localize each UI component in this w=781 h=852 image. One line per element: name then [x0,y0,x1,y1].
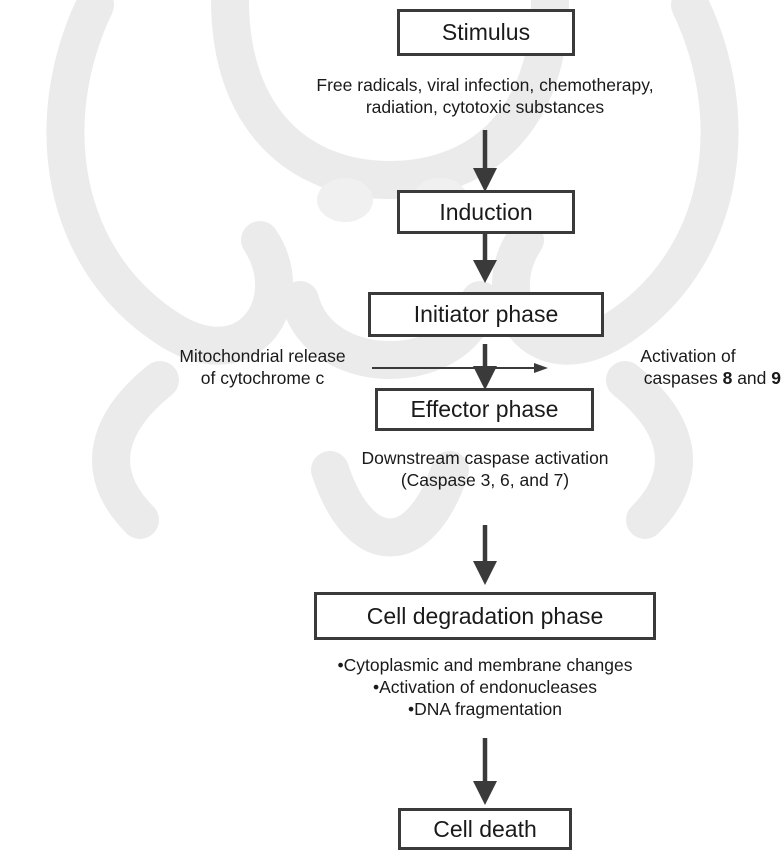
effector-label: Effector phase [410,396,559,422]
arrowhead-4 [473,561,497,585]
initiator-label: Initiator phase [413,301,559,327]
downstream-line: Downstream caspase activation [361,448,609,468]
side-connector-head [534,363,548,373]
stimulus-label: Stimulus [441,19,531,45]
downstream-text: Downstream caspase activation (Caspase 3… [285,447,685,491]
mito-release-line: Mitochondrial release [179,346,346,366]
caspase-activation-line: caspases 8 and 9 [595,367,781,389]
caspase-activation-line: Activation of [595,345,781,367]
degradation-event: •DNA fragmentation [408,699,562,719]
stimulus-causes-text: Free radicals, viral infection, chemothe… [225,74,745,118]
caspase-activation-text: Activation of caspases 8 and 9 [595,345,781,389]
arrowhead-5 [473,781,497,805]
stimulus-causes-line: radiation, cytotoxic substances [365,97,605,117]
degradation-events-text: •Cytoplasmic and membrane changes •Activ… [260,654,710,720]
stimulus-box: Stimulus [397,9,575,56]
effector-box: Effector phase [375,388,594,431]
caspase-activation-line1: Activation of [640,346,736,366]
arrowhead-3 [473,366,497,390]
initiator-box: Initiator phase [368,292,604,337]
death-label: Cell death [433,815,537,842]
degradation-label: Cell degradation phase [366,602,604,629]
induction-label: Induction [439,198,533,225]
degradation-event: •Activation of endonucleases [372,677,598,697]
induction-box: Induction [397,190,575,234]
stimulus-causes-line: Free radicals, viral infection, chemothe… [316,75,654,95]
caspase-number-9: 9 [771,368,781,388]
arrowhead-2 [473,260,497,283]
mito-release-text: Mitochondrial release of cytochrome c [150,345,375,389]
degradation-box: Cell degradation phase [314,592,656,640]
degradation-event: •Cytoplasmic and membrane changes [337,655,633,675]
mito-release-line: of cytochrome c [200,368,325,388]
caspase-number-8: 8 [722,368,733,388]
death-box: Cell death [398,808,572,850]
caspase-word: caspases [643,368,723,388]
caspase-and: and [732,368,772,388]
downstream-line: (Caspase 3, 6, and 7) [400,470,570,490]
arrowhead-1 [473,168,497,192]
